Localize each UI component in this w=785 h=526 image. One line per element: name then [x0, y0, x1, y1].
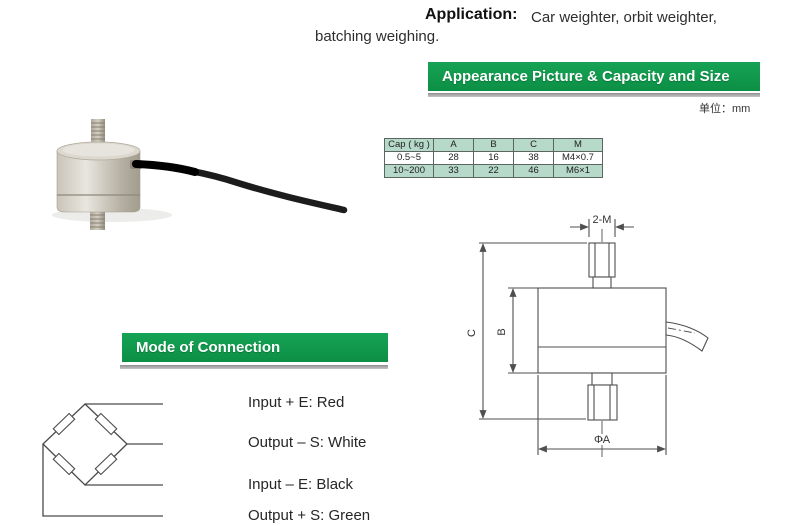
thread-dim-label: 2-M [593, 214, 612, 226]
table-row: 10~200 33 22 46 M6×1 [384, 164, 603, 178]
load-cell-photo [52, 119, 348, 230]
table-row: 0.5~5 28 16 38 M4×0.7 [384, 151, 603, 165]
wire-label-output-plus: Output + S: Green [248, 507, 371, 524]
table-cell: 16 [473, 151, 514, 165]
table-cell: M4×0.7 [553, 151, 603, 165]
unit-note: 单位：mm [699, 103, 751, 115]
table-header-cell: C [513, 138, 554, 152]
connection-section-banner: Mode of Connection [122, 333, 388, 362]
wheatstone-bridge-diagram [42, 403, 163, 517]
table-cell: 33 [433, 164, 474, 178]
connection-section-title: Mode of Connection [136, 339, 281, 356]
table-header-cell: Cap ( kg ) [384, 138, 434, 152]
table-cell: 46 [513, 164, 554, 178]
application-heading: Application: [425, 6, 518, 23]
bridge-resistor [94, 452, 118, 476]
appearance-section-title: Appearance Picture & Capacity and Size [442, 68, 730, 85]
bridge-diamond [42, 403, 128, 486]
table-cell: 22 [473, 164, 514, 178]
appearance-section-banner: Appearance Picture & Capacity and Size [428, 62, 760, 91]
drawing-cable [665, 321, 709, 352]
bottom-stud-neck [591, 372, 613, 386]
cable [130, 160, 348, 214]
table-cell: 0.5~5 [384, 151, 434, 165]
bridge-resistor [94, 412, 118, 436]
appearance-banner-underline [428, 93, 760, 97]
table-header-row: Cap ( kg ) A B C M [384, 138, 603, 152]
application-text-line1: Car weighter, orbit weighter, [531, 9, 717, 26]
total-height-dim-label: C [466, 329, 478, 337]
bridge-resistor [52, 452, 76, 476]
capacity-size-table: Cap ( kg ) A B C M 0.5~5 28 16 38 M4×0.7… [384, 138, 603, 178]
connection-banner-underline [120, 365, 388, 369]
bottom-stud-outline [587, 384, 618, 421]
table-cell: M6×1 [553, 164, 603, 178]
table-cell: 28 [433, 151, 474, 165]
table-header-cell: A [433, 138, 474, 152]
body-height-dim-label: B [496, 328, 508, 335]
table-cell: 10~200 [384, 164, 434, 178]
wire-label-input-minus: Input – E: Black [248, 476, 354, 493]
wire-label-output-minus: Output – S: White [248, 434, 367, 451]
diameter-dim-label: ΦA [594, 434, 611, 446]
bridge-resistor [52, 412, 76, 436]
application-text-line2: batching weighing. [315, 28, 440, 45]
table-header-cell: B [473, 138, 514, 152]
body-outline [537, 287, 667, 374]
table-cell: 38 [513, 151, 554, 165]
table-header-cell: M [553, 138, 603, 152]
top-stud-neck [592, 276, 612, 289]
dimension-drawing: 2-M C B ΦA [466, 214, 709, 457]
top-stud-outline [588, 242, 616, 278]
wire-label-input-plus: Input + E: Red [248, 394, 345, 411]
load-cell-body [56, 141, 141, 213]
